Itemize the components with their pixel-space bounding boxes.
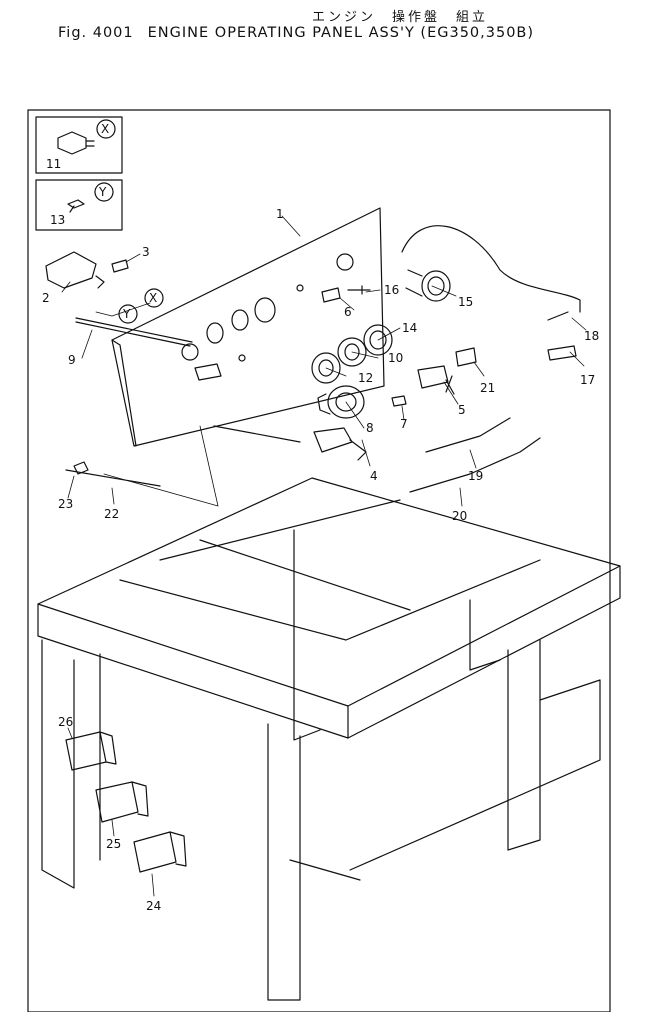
variant-y-inset: Y <box>35 179 123 231</box>
callout-15: 15 <box>458 295 473 309</box>
callout-23: 23 <box>58 497 73 511</box>
figure-number: Fig. 4001 <box>58 25 134 41</box>
title-japanese: エンジン 操作盤 組立 <box>311 10 488 25</box>
gauge-12 <box>311 352 341 384</box>
gauge-14 <box>363 324 393 356</box>
figure-caption: ENGINE OPERATING PANEL ASS'Y (EG350,350B… <box>147 25 535 41</box>
callout-25: 25 <box>106 837 121 851</box>
rod-22 <box>65 469 161 487</box>
callout-7: 7 <box>400 417 408 431</box>
cable-20 <box>409 437 541 493</box>
callout-5: 5 <box>458 403 466 417</box>
panel-variant-markers: X Y <box>118 288 164 324</box>
cable-19 <box>425 417 511 453</box>
cable-18 <box>401 225 581 313</box>
starter-switch-4 <box>213 425 367 461</box>
callout-20: 20 <box>452 509 467 523</box>
gauge-15 <box>405 269 451 302</box>
cable-18-end <box>547 311 569 321</box>
leader-lines-relays <box>67 727 155 897</box>
callout-19: 19 <box>468 469 483 483</box>
callout-9: 9 <box>68 353 76 367</box>
callout-16: 16 <box>384 283 399 297</box>
switch-21 <box>455 347 477 367</box>
callout-8: 8 <box>366 421 374 435</box>
callout-18: 18 <box>584 329 599 343</box>
callout-12: 12 <box>358 371 373 385</box>
callout-13: 13 <box>50 213 65 227</box>
callout-24: 24 <box>146 899 161 913</box>
knob-3 <box>111 259 129 273</box>
leader-lines <box>61 215 587 507</box>
callout-2: 2 <box>42 291 50 305</box>
variant-y-label: Y <box>98 185 107 199</box>
callout-4: 4 <box>370 469 378 483</box>
frame-stand <box>37 477 621 1001</box>
callout-10: 10 <box>388 351 403 365</box>
relay-25 <box>95 781 149 823</box>
callout-1: 1 <box>276 207 284 221</box>
callout-numbers: 1 2 3 4 5 6 7 8 9 10 11 12 13 14 15 16 1… <box>42 157 599 913</box>
variant-x-inset: X <box>35 116 123 174</box>
relay-24 <box>133 831 187 873</box>
relay-26 <box>65 731 117 771</box>
callout-3: 3 <box>142 245 150 259</box>
gauge-10 <box>337 337 367 367</box>
callout-26: 26 <box>58 715 73 729</box>
figure-title: Fig. 4001 ENGINE OPERATING PANEL ASS'Y (E… <box>58 25 548 41</box>
switch-2 <box>45 251 105 289</box>
control-lever <box>75 317 193 347</box>
part-17 <box>547 345 577 361</box>
panel-marker-y: Y <box>122 307 131 321</box>
switch-6 <box>321 287 341 303</box>
callout-6: 6 <box>344 305 352 319</box>
callout-22: 22 <box>104 507 119 521</box>
bulb-16 <box>347 285 371 295</box>
diagram-frame <box>27 109 611 1012</box>
callout-17: 17 <box>580 373 595 387</box>
variant-x-label: X <box>101 122 109 136</box>
callout-21: 21 <box>480 381 495 395</box>
panel-marker-x: X <box>149 291 157 305</box>
switch-5 <box>417 365 455 395</box>
gauge-8 <box>317 385 365 419</box>
part-23 <box>73 461 89 475</box>
callout-14: 14 <box>402 321 417 335</box>
part-7 <box>391 395 407 407</box>
callout-11: 11 <box>46 157 61 171</box>
operating-panel-plate <box>111 207 385 447</box>
